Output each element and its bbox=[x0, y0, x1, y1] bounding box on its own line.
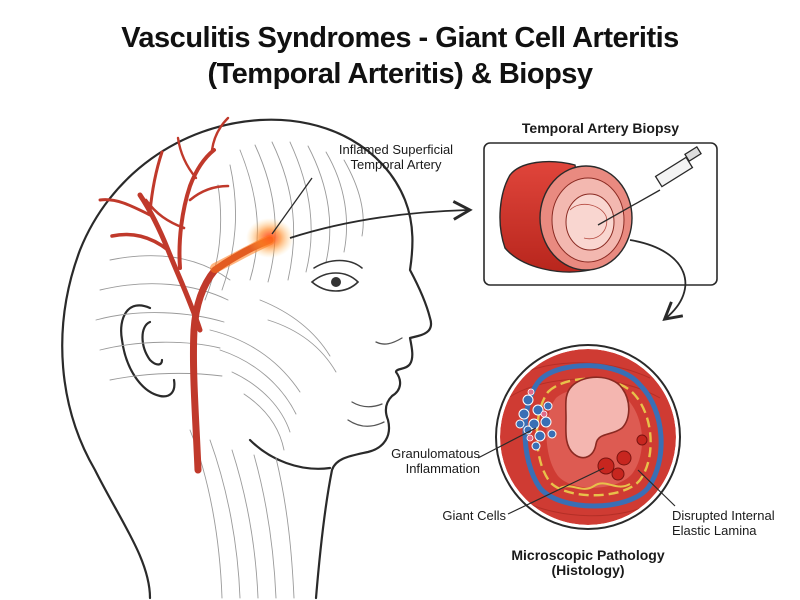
lamina-label: Disrupted Internal Elastic Lamina bbox=[672, 508, 796, 538]
giant-cells-label: Giant Cells bbox=[442, 508, 506, 523]
artery-label: Inflamed Superficial Temporal Artery bbox=[318, 142, 474, 172]
lamina-label-line2: Elastic Lamina bbox=[672, 523, 757, 538]
giant-cells-leader bbox=[507, 467, 605, 515]
arrow-to-biopsy bbox=[289, 200, 473, 239]
histology-label-line2: (Histology) bbox=[551, 562, 625, 578]
artery-leader-line bbox=[271, 177, 313, 235]
artery-label-line1: Inflamed Superficial bbox=[338, 142, 454, 157]
lamina-label-line1: Disrupted Internal bbox=[672, 508, 775, 523]
histology-section bbox=[495, 344, 681, 530]
granulomatous-label-line1: Granulomatous bbox=[391, 446, 480, 461]
lamina-leader bbox=[637, 469, 676, 507]
facial-muscle-lines bbox=[95, 141, 403, 599]
artery-segment bbox=[499, 160, 633, 273]
diagram-title-line2: (Temporal Arteritis) & Biopsy bbox=[207, 58, 593, 90]
diagram-title-line1: Vasculitis Syndromes - Giant Cell Arteri… bbox=[121, 22, 679, 54]
histology-label-line1: Microscopic Pathology bbox=[511, 547, 665, 563]
biopsy-title: Temporal Artery Biopsy bbox=[521, 120, 680, 136]
granulomatous-label: Granulomatous Inflammation bbox=[360, 446, 480, 476]
arrow-to-histology bbox=[629, 239, 687, 322]
histology-label: Microscopic Pathology (Histology) bbox=[488, 548, 688, 578]
head-outline bbox=[61, 118, 433, 600]
temporal-artery-tree bbox=[98, 116, 274, 474]
artery-label-line2: Temporal Artery bbox=[350, 157, 442, 172]
biopsy-needle bbox=[597, 146, 702, 226]
head-profile bbox=[61, 118, 433, 600]
ear-outline bbox=[120, 304, 176, 398]
eye bbox=[310, 259, 363, 292]
granulomatous-leader bbox=[477, 427, 537, 459]
granulomatous-label-line2: Inflammation bbox=[405, 461, 480, 476]
